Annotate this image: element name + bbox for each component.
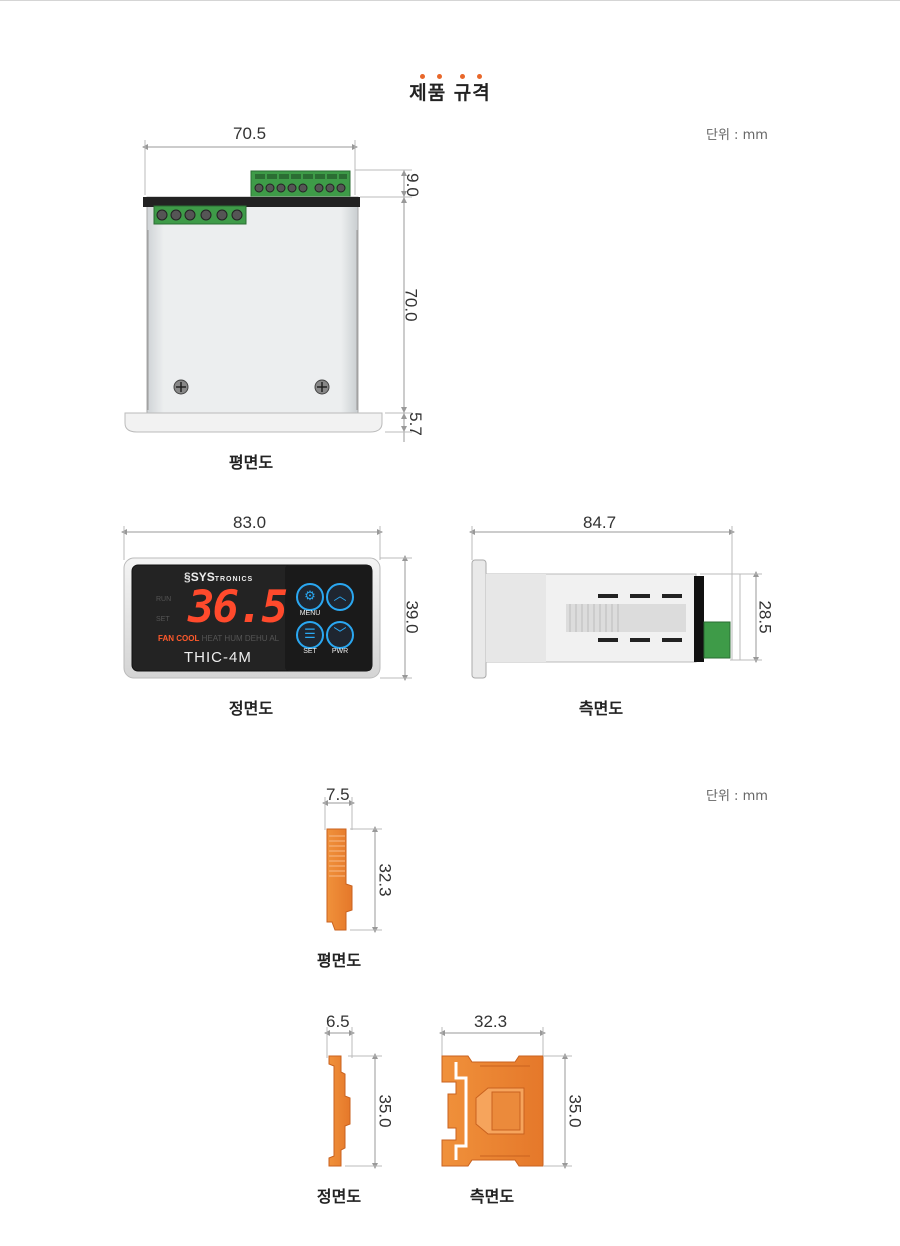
unit-label: 단위 : mm: [706, 789, 768, 804]
clip-side-height-dim: 35.0: [565, 1094, 585, 1128]
screw-icon: [173, 379, 189, 395]
front-view-caption: 정면도: [228, 699, 274, 718]
title-dot: [420, 74, 425, 79]
body-height-dim: 70.0: [401, 288, 421, 322]
side-view-drawing: [469, 526, 762, 679]
clip-top-caption: 평면도: [316, 951, 362, 970]
title-dot: [437, 74, 442, 79]
page-title: 제품 규격: [409, 82, 491, 104]
clip-front-caption: 정면도: [316, 1187, 362, 1206]
status-hum: HUM: [224, 634, 243, 643]
clip-front-height-dim: 35.0: [375, 1094, 395, 1128]
chevron-up-icon[interactable]: ︿: [326, 583, 354, 611]
status-fan: FAN: [158, 634, 174, 643]
front-view-width-dim: 83.0: [233, 513, 267, 532]
clip-front-width-dim: 6.5: [326, 1012, 350, 1031]
side-view-height-dim: 28.5: [755, 600, 775, 634]
run-label: RUN: [156, 596, 172, 603]
list-icon[interactable]: ☰: [296, 621, 324, 649]
menu-button-label: MENU: [299, 610, 321, 617]
clip-top-width-dim: 7.5: [326, 785, 350, 804]
top-view-drawing: [124, 140, 412, 442]
brand-mark-icon: §: [184, 570, 191, 584]
clip-side-width-dim: 32.3: [474, 1012, 508, 1031]
status-dehu: DEHU: [244, 634, 268, 643]
screw-icon: [314, 379, 330, 395]
front-view-height-dim: 39.0: [402, 600, 422, 634]
temperature-display: 36.5: [188, 582, 288, 633]
terminal-height-dim: 9.0: [402, 173, 422, 197]
side-view-width-dim: 84.7: [583, 513, 617, 532]
pwr-button-label: PWR: [331, 648, 349, 655]
title-dot: [477, 74, 482, 79]
flange-dim: 5.7: [405, 412, 425, 436]
top-view-width-dim: 70.5: [233, 124, 267, 143]
clip-top-view-drawing: [322, 797, 382, 933]
side-view-caption: 측면도: [578, 699, 624, 718]
brand-name: SYS: [190, 570, 215, 584]
status-cool: COOL: [176, 634, 200, 643]
gear-icon[interactable]: ⚙: [296, 583, 324, 611]
top-view-caption: 평면도: [228, 453, 274, 472]
clip-side-caption: 측면도: [469, 1187, 515, 1206]
set-label: SET: [156, 616, 170, 623]
chevron-down-icon[interactable]: ﹀: [326, 621, 354, 649]
clip-top-height-dim: 32.3: [375, 863, 395, 897]
status-al: AL: [269, 634, 280, 643]
top-divider: [0, 0, 900, 1]
clip-side-view-drawing: [439, 1027, 572, 1169]
status-indicators: FAN COOL HEAT HUM DEHU AL: [158, 634, 279, 643]
brand-logo: §SYSTRONICS: [184, 570, 253, 584]
model-name: THIC-4M: [184, 649, 252, 666]
unit-label: 단위 : mm: [706, 128, 768, 143]
set-button-label: SET: [303, 648, 317, 655]
brand-suffix: TRONICS: [214, 576, 254, 583]
clip-front-view-drawing: [324, 1027, 382, 1169]
title-dot: [460, 74, 465, 79]
status-heat: HEAT: [201, 634, 223, 643]
